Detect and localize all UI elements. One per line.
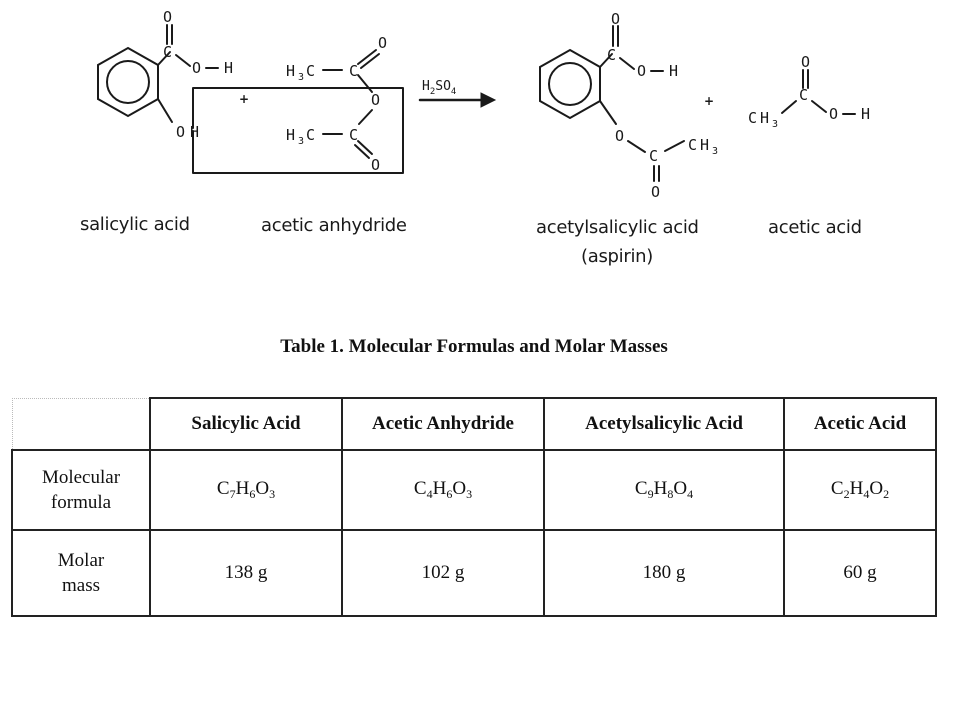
- formula-cell: C9H8O4: [543, 449, 785, 531]
- column-header: Acetic Acid: [783, 397, 937, 451]
- acetic-methyl-c: C: [748, 109, 757, 127]
- aspirin-carbonyl-oxygen: O: [611, 10, 620, 28]
- column-header: Acetic Anhydride: [341, 397, 545, 451]
- salicylic-acid-structure: C O O H O H: [97, 8, 233, 141]
- acetic-hydroxyl-hydrogen: H: [861, 105, 870, 123]
- row-header-line: mass: [62, 575, 100, 596]
- acetic-methyl-h: H: [760, 109, 769, 127]
- molar-mass-table: Salicylic Acid Acetic Anhydride Acetylsa…: [11, 397, 937, 617]
- row-header-formula: Molecular formula: [11, 449, 151, 531]
- methyl-sub-bottom: 3: [298, 136, 304, 147]
- mass-cell: 102 g: [341, 529, 545, 617]
- phenol-oxygen: O: [176, 123, 185, 141]
- formula-cell: C2H4O2: [783, 449, 937, 531]
- aspirin-hydroxyl-oxygen: O: [637, 62, 646, 80]
- aspirin-methyl-c: C: [688, 136, 697, 154]
- column-header: Acetylsalicylic Acid: [543, 397, 785, 451]
- methyl-sub-top: 3: [298, 72, 304, 83]
- aspirin-hydroxyl-hydrogen: H: [669, 62, 678, 80]
- methyl-h-bottom: H: [286, 126, 295, 144]
- anhydride-carbon-bottom: C: [349, 126, 358, 144]
- acetic-acid-structure: C H 3 C O O H: [748, 53, 870, 130]
- row-header-line: formula: [50, 492, 112, 513]
- aspirin-aromatic-circle: [548, 62, 592, 106]
- table-corner-cell: [11, 397, 151, 451]
- row-header-line: Molar: [57, 550, 105, 571]
- acetic-carbonyl-carbon: C: [799, 86, 808, 104]
- mass-cell: 180 g: [543, 529, 785, 617]
- methyl-c-bottom: C: [306, 126, 315, 144]
- aromatic-circle: [106, 60, 150, 104]
- caption-acetic-anhydride: acetic anhydride: [261, 215, 407, 236]
- methyl-h-top: H: [286, 62, 295, 80]
- carbonyl-carbon: C: [163, 43, 172, 61]
- aspirin-methyl-h: H: [700, 136, 709, 154]
- hydroxyl-oxygen: O: [192, 59, 201, 77]
- reaction-scheme: C O O H O H + H 3 C C O O H 3 C C O H2SO…: [80, 8, 870, 267]
- table-header-row: Salicylic Acid Acetic Anhydride Acetylsa…: [11, 397, 937, 451]
- caption-acetylsalicylic-acid: acetylsalicylic acid: [536, 217, 699, 238]
- mass-cell: 60 g: [783, 529, 937, 617]
- ester-oxygen: O: [615, 127, 624, 145]
- aspirin-methyl-sub: 3: [712, 146, 718, 157]
- hydroxyl-hydrogen: H: [224, 59, 233, 77]
- catalyst-label: H2SO4: [422, 79, 456, 97]
- anhydride-oxygen-top: O: [378, 34, 387, 52]
- phenol-hydrogen: H: [190, 123, 199, 141]
- caption-aspirin: (aspirin): [581, 246, 653, 267]
- bridging-oxygen: O: [371, 91, 380, 109]
- ester-carbon: C: [649, 147, 658, 165]
- plus-sign-1: +: [239, 92, 249, 106]
- methyl-c-top: C: [306, 62, 315, 80]
- acetic-methyl-sub: 3: [772, 119, 778, 130]
- caption-acetic-acid: acetic acid: [768, 217, 862, 238]
- formula-cell: C7H6O3: [149, 449, 343, 531]
- table-row-formula: Molecular formula C7H6O3 C4H6O3 C9H8O4 C…: [11, 449, 937, 531]
- carbonyl-oxygen: O: [163, 8, 172, 26]
- anhydride-oxygen-bottom: O: [371, 156, 380, 174]
- row-header-mass: Molar mass: [11, 529, 151, 617]
- acetic-carbonyl-oxygen: O: [801, 53, 810, 71]
- table-row-mass: Molar mass 138 g 102 g 180 g 60 g: [11, 529, 937, 617]
- table-title: Table 1. Molecular Formulas and Molar Ma…: [280, 336, 668, 357]
- formula-cell: C4H6O3: [341, 449, 545, 531]
- caption-salicylic-acid: salicylic acid: [80, 214, 190, 235]
- row-header-line: Molecular: [41, 467, 121, 488]
- mass-cell: 138 g: [149, 529, 343, 617]
- plus-sign-2: +: [704, 94, 714, 108]
- aspirin-structure: C O O H O C O C H 3: [539, 10, 718, 201]
- reacting-groups-box: [192, 87, 404, 174]
- acetic-anhydride-structure: H 3 C C O O H 3 C C O: [286, 34, 387, 174]
- ester-carbonyl-oxygen: O: [651, 183, 660, 201]
- acetic-hydroxyl-oxygen: O: [829, 105, 838, 123]
- aspirin-carbonyl-carbon: C: [607, 46, 616, 64]
- column-header: Salicylic Acid: [149, 397, 343, 451]
- reaction-arrow: H2SO4: [418, 79, 497, 108]
- anhydride-carbon-top: C: [349, 62, 358, 80]
